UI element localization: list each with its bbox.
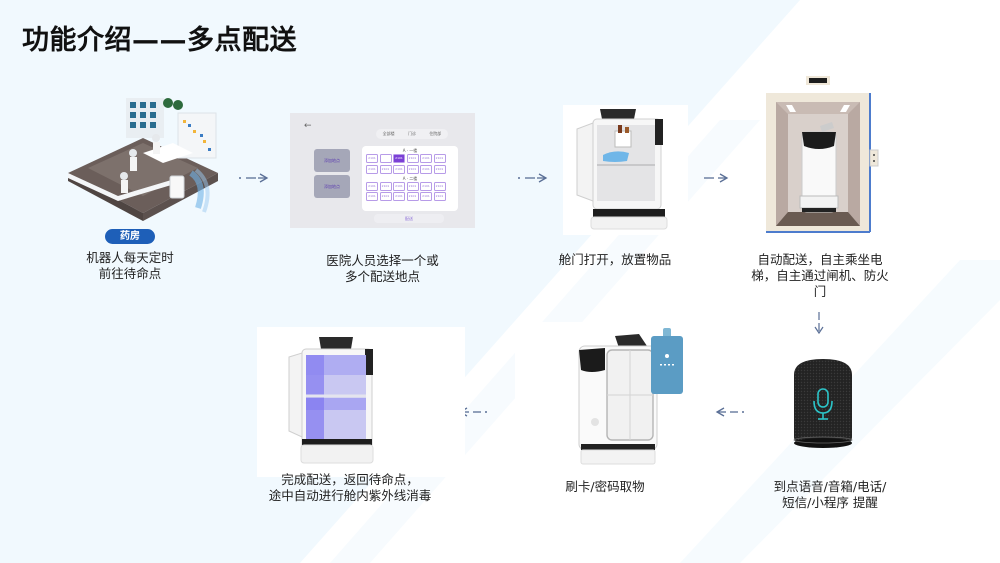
page-title: 功能介绍——多点配送 [22,25,297,56]
microphone-icon [813,388,833,420]
location-cell: 2101 [420,181,432,191]
step-caption-elevator: 自动配送，自主乘坐电 梯，自主通过闸机、防火 门 [745,252,895,300]
location-cell: 2101 [420,192,432,201]
location-cell: 2101 [406,164,419,174]
location-cell: 2101 [420,164,432,174]
step-caption-notify: 到点语音/音箱/电话/ 短信/小程序 提醒 [755,479,905,511]
arrow-left-icon [715,407,744,417]
confirm-button: 配送 [374,214,444,223]
step-caption-pharmacy: 机器人每天定时 前往待命点 [70,250,190,282]
step-caption-select: 医院人员选择一个或 多个配送地点 [310,253,455,285]
caption-line: 前往待命点 [98,266,162,281]
arrow-right-icon [518,173,548,183]
caption-line: 自动配送，自主乘坐电 [757,252,883,267]
pharmacy-badge: 药房 [105,229,155,244]
robot-uv-disinfect [257,327,465,477]
location-cell: 2101 [406,181,419,191]
step-caption-load: 舱门打开，放置物品 [545,252,685,268]
location-cell: 2101 [393,181,405,191]
caption-line: 刷卡/密码取物 [565,479,645,494]
arrow-right-icon [239,173,269,183]
caption-line: 门 [813,284,827,299]
add-location-button: 添加地点 [314,175,350,198]
location-cell: 2101 [433,192,446,201]
location-cell: 2101 [366,192,378,201]
location-cell: 2101 [379,192,392,201]
location-cell: 2101 [379,181,392,191]
back-arrow-icon: ← [304,121,312,131]
caption-line: 梯，自主通过闸机、防火 [751,268,889,283]
location-cell: 2101 [393,192,405,201]
robot-in-elevator [766,76,879,233]
group-label: A · 二楼 [402,175,418,181]
location-cell: 2101 [433,164,446,174]
arrow-right-icon [704,173,729,183]
group-label: A · 一楼 [402,148,418,153]
location-cell: 2101 [433,154,446,163]
caption-line: 到点语音/音箱/电话/ [773,479,887,494]
caption-line: 医院人员选择一个或 [326,253,439,268]
location-cell: 2101 [420,154,432,163]
tab-outpatient: 门诊 [407,131,416,136]
tab-all: 全部楼 [382,131,395,136]
caption-line: 多个配送地点 [344,269,420,284]
location-cell: 2101 [433,181,446,191]
step-caption-return: 完成配送，返回待命点， 途中自动进行舱内紫外线消毒 [255,472,445,504]
caption-line: 途中自动进行舱内紫外线消毒 [268,488,432,503]
location-cell: 2101 [366,181,378,191]
access-card-icon [651,328,683,394]
tab-bar: 全部楼 门诊 住院部 [376,129,448,139]
location-cell: 2101 [406,154,419,163]
caption-line: 舱门打开，放置物品 [558,252,672,267]
location-cell: 2101 [406,192,419,201]
step-caption-pickup: 刷卡/密码取物 [545,479,665,495]
location-cell: 2101 [379,164,392,174]
caption-line: 短信/小程序 提醒 [782,495,878,510]
location-cell: 2101 [366,154,378,163]
add-location-button: 添加地点 [314,149,350,172]
pharmacy-illustration [68,98,218,221]
robot-open-door [563,105,688,235]
location-cell [379,154,392,163]
arrow-down-icon [814,312,824,335]
location-cell: 2101 [393,154,405,163]
smart-speaker [793,359,853,448]
robot-with-card [515,322,687,470]
caption-line: 完成配送，返回待命点， [281,472,419,487]
location-cell: 2101 [393,164,405,174]
caption-line: 机器人每天定时 [86,250,174,265]
location-cell: 2101 [366,164,378,174]
tab-inpatient: 住院部 [429,131,442,136]
